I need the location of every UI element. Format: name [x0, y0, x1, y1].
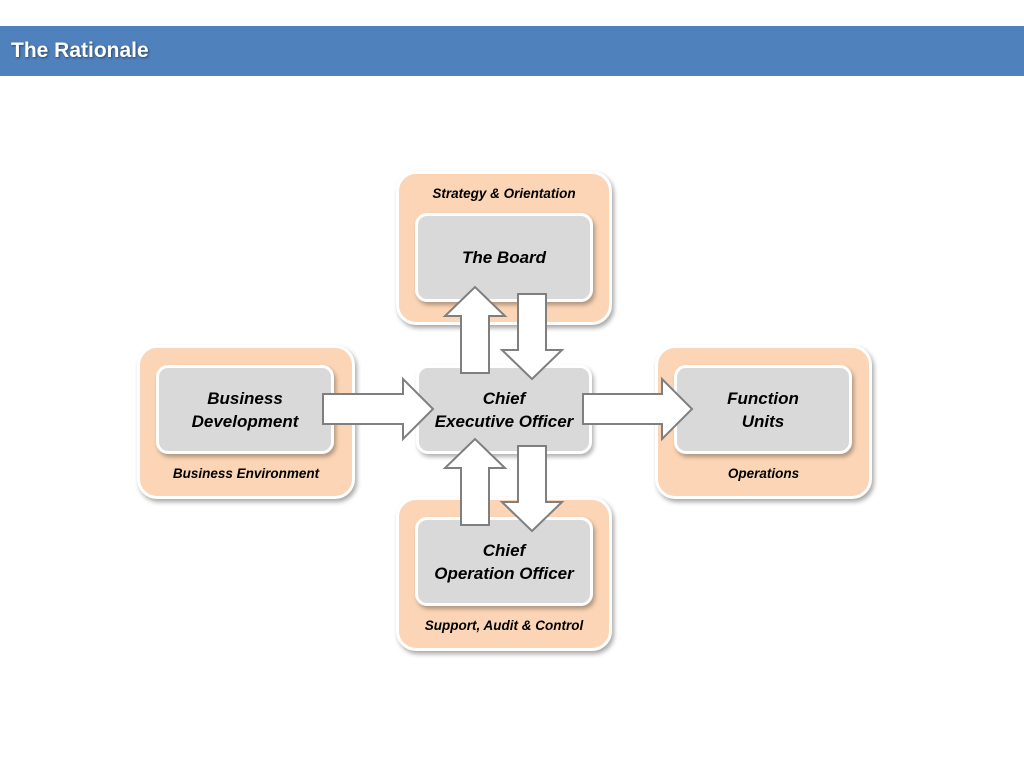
slide-title: The Rationale — [11, 39, 149, 62]
function-units-line-2: Units — [741, 411, 785, 431]
ceo-line-1: Chief — [482, 388, 526, 408]
business-development-line-2: Development — [191, 411, 299, 431]
board-box: The Board — [415, 213, 593, 302]
ceo-line-2: Executive Officer — [434, 411, 574, 431]
coo-line-2: Operation Officer — [434, 563, 574, 583]
coo-box: Chief Operation Officer — [415, 517, 593, 606]
board-box-line-1: The Board — [461, 248, 547, 267]
coo-line-1: Chief — [482, 540, 526, 560]
support-audit-control-caption: Support, Audit & Control — [424, 618, 584, 633]
function-units-box: Function Units — [674, 365, 852, 454]
operations-caption: Operations — [727, 466, 800, 481]
ceo-box: Chief Executive Officer — [416, 365, 592, 454]
strategy-orientation-caption: Strategy & Orientation — [432, 186, 576, 201]
business-development-box: Business Development — [156, 365, 334, 454]
business-development-line-1: Business — [207, 388, 283, 408]
business-environment-caption: Business Environment — [172, 466, 320, 481]
function-units-line-1: Function — [727, 388, 799, 408]
title-bar: The Rationale — [0, 26, 1024, 76]
